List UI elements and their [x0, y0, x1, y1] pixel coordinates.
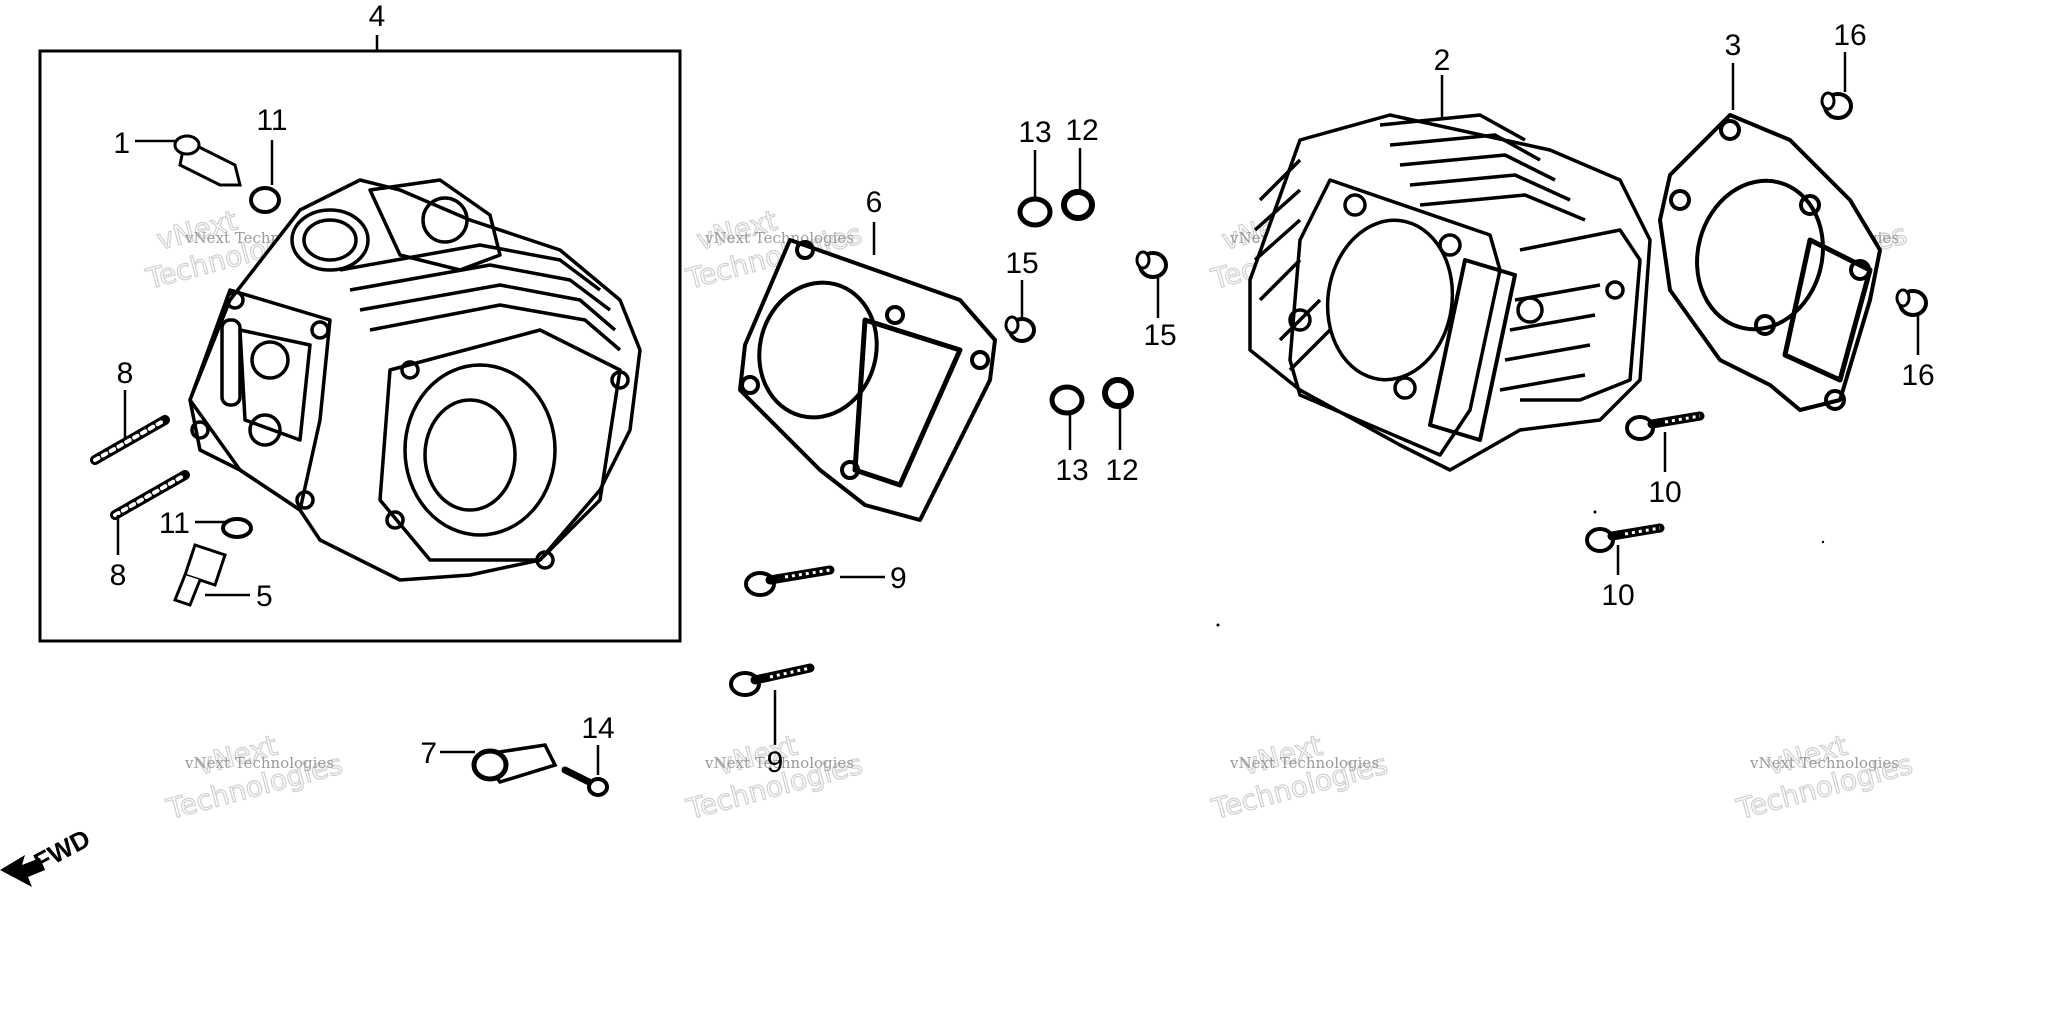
- callout-12-upper: 12: [1065, 114, 1098, 147]
- callout-16-upper: 16: [1833, 19, 1866, 52]
- part-10-bolt-lower[interactable]: 10: [1585, 523, 1665, 612]
- callout-11-lower: 11: [159, 507, 190, 540]
- part-5-fitting[interactable]: 5: [173, 543, 273, 613]
- callout-10-upper: 10: [1648, 476, 1681, 509]
- part-13-washer-lower[interactable]: 13: [1049, 384, 1089, 487]
- cylinder-head-drawing: [188, 178, 642, 582]
- callout-16-lower: 16: [1901, 359, 1934, 392]
- callout-4: 4: [369, 0, 386, 33]
- callout-2: 2: [1434, 44, 1451, 77]
- watermark-text: vNext Technologies: [1229, 754, 1379, 772]
- assembly-box: [38, 49, 682, 643]
- part-13-washer-upper[interactable]: 13: [1017, 116, 1053, 228]
- callout-13-lower: 13: [1055, 454, 1088, 487]
- part-9-bolt-upper[interactable]: 9: [744, 562, 907, 597]
- part-2-cylinder[interactable]: 2: [1248, 44, 1652, 472]
- part-14-screw[interactable]: 14: [561, 712, 615, 797]
- part-8-stud-upper[interactable]: 8: [90, 357, 170, 465]
- callout-14: 14: [581, 712, 614, 745]
- callout-7: 7: [420, 737, 437, 770]
- watermark-text: vNext Technologies: [1749, 754, 1899, 772]
- arrow-left-icon: [0, 855, 45, 887]
- part-16-dowel-lower[interactable]: 16: [1895, 288, 1935, 392]
- part-12-nut-lower[interactable]: 12: [1102, 377, 1139, 487]
- callout-6: 6: [866, 186, 883, 219]
- callout-8-lower: 8: [110, 559, 127, 592]
- callout-8-upper: 8: [117, 357, 134, 390]
- callout-9-lower: 9: [767, 746, 784, 779]
- watermark-text: vNext Technologies: [704, 754, 854, 772]
- callout-15-right: 15: [1143, 319, 1176, 352]
- cylinder-head-assembly[interactable]: 4: [38, 0, 682, 643]
- part-1-fitting[interactable]: 1: [113, 127, 242, 187]
- callout-11-upper: 11: [256, 104, 287, 137]
- callout-3: 3: [1725, 29, 1742, 62]
- part-15-dowel-right[interactable]: 15: [1135, 250, 1177, 352]
- part-12-nut-upper[interactable]: 12: [1061, 114, 1099, 221]
- part-15-dowel-left[interactable]: 15: [1004, 247, 1039, 343]
- callout-9-upper: 9: [890, 562, 907, 595]
- watermark-text: vNext Technologies: [184, 754, 334, 772]
- fwd-direction-marker: FWD: [0, 823, 95, 887]
- part-11-o-ring-lower[interactable]: 11: [159, 507, 253, 540]
- callout-5: 5: [256, 580, 273, 613]
- part-10-bolt-upper[interactable]: 10: [1625, 411, 1705, 509]
- callout-12-lower: 12: [1105, 454, 1138, 487]
- fwd-label: FWD: [29, 823, 95, 877]
- part-9-bolt-lower[interactable]: 9: [729, 663, 815, 779]
- part-8-stud-lower[interactable]: 8: [110, 470, 190, 592]
- part-16-dowel-upper[interactable]: 16: [1820, 19, 1867, 120]
- watermark-text: vNext Technologies: [704, 229, 854, 247]
- callout-10-lower: 10: [1601, 579, 1634, 612]
- part-3-gasket[interactable]: 3: [1658, 29, 1882, 412]
- callout-13-upper: 13: [1018, 116, 1051, 149]
- part-6-gasket[interactable]: 6: [738, 186, 997, 522]
- callout-15-left: 15: [1005, 247, 1038, 280]
- callout-1: 1: [113, 127, 130, 160]
- part-7-clamp[interactable]: 7: [420, 737, 558, 785]
- part-11-o-ring[interactable]: 11: [249, 104, 288, 214]
